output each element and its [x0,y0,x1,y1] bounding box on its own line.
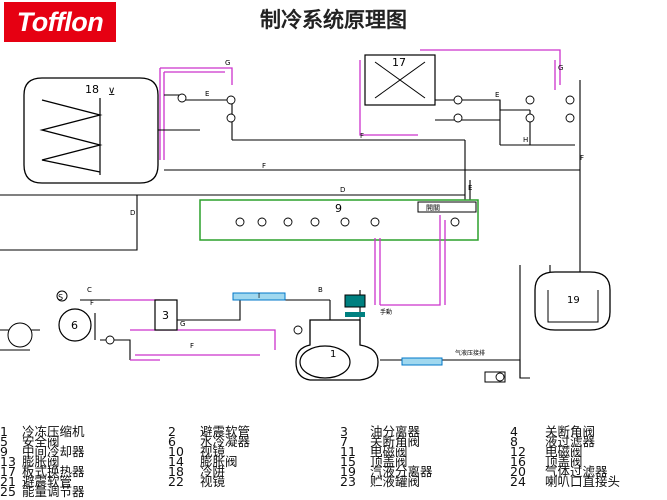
legend-number: 23 [340,474,356,489]
legend-number: 20 [510,464,526,479]
letter-f1: F [360,132,364,140]
legend-number: 21 [0,474,16,489]
legend-number: 18 [168,464,184,479]
label-kaiguan: 開關 [426,204,440,212]
label-18: 18 [85,83,99,96]
legend-name: 气体过滤器 [545,464,608,479]
legend-number: 11 [340,444,356,459]
plate-heat-exchanger-17: 17 [364,54,436,106]
letter-c: C [87,286,92,294]
legend-number: 17 [0,464,16,479]
legend-name: 冷阱 [200,464,226,479]
letter-g3: G [180,320,185,328]
legend-number: 9 [0,444,8,459]
label-6: 6 [71,319,78,332]
legend-number: 4 [510,424,518,439]
label-3: 3 [162,309,169,322]
brand-logo: Tofflon [4,2,116,42]
label-19: 19 [567,295,580,306]
legend-number: 15 [340,454,356,469]
legend-number: 6 [168,434,176,449]
legend-number: 2 [168,424,176,439]
legend-number: 13 [0,454,16,469]
line-letters: E G E G H F F D E D B C F G F I F [87,59,584,350]
legend-name: 油分离器 [370,424,421,439]
intermediate-cooler-9: 9 開關 [199,199,479,241]
svg-text:S: S [58,293,63,302]
valve-symbols [105,93,575,382]
legend-name: 避震软管 [200,424,251,439]
letter-f4: F [190,342,194,350]
letter-d2: D [130,209,135,217]
letter-b1: B [318,286,323,294]
magenta-pipes-top [159,49,561,160]
letter-e1: E [205,90,209,98]
blue-line-components: 气液压接排 手動 [232,292,506,383]
legend-number: 16 [510,454,526,469]
refrigeration-schematic: 18 ⊻ [0,49,611,383]
legend-name: 电磁阀 [545,444,583,459]
legend-name: 液过滤器 [545,434,596,449]
legend-name: 能量调节器 [22,484,85,499]
label-9: 9 [335,202,342,215]
legend-number: 19 [340,464,356,479]
legend-number: 5 [0,434,8,449]
cold-trap-18: 18 ⊻ [23,77,159,184]
letter-f5: F [580,154,584,162]
component-legend: 1 冷冻压缩机 2 避震软管 3 油分离器 4 关断角阀 5 安全阀 6 水冷凝器 7 关断角阀 8 液过滤器… [0,424,667,500]
legend-number: 1 [0,424,8,439]
letter-e3: E [468,184,472,192]
legend-name: 水冷凝器 [200,434,251,449]
letter-g2: G [558,64,563,72]
legend-number: 7 [340,434,348,449]
letter-g1: G [225,59,230,67]
legend-name: 膨胀阀 [200,454,238,469]
letter-f2: F [262,162,266,170]
legend-name: 喇叭口直接头 [545,474,621,489]
legend-name: 板式换热器 [22,464,85,479]
label-bypass: 气液压接排 [455,349,485,357]
magenta-pipes-lower [110,215,446,361]
legend-name: 膨胀阀 [22,454,60,469]
letter-e2: E [495,91,499,99]
letter-d1: D [340,186,345,194]
legend-name: 电磁阀 [370,444,408,459]
legend-number: 12 [510,444,526,459]
legend-number: 14 [168,454,184,469]
legend-number: 25 [0,484,16,499]
label-1: 1 [330,349,336,360]
oil-separator-3: 3 [154,299,178,331]
water-condenser-6: 6 S [7,290,92,348]
diagram-title: 制冷系统原理图 [260,8,407,32]
letter-i: I [258,292,260,300]
legend-number: 10 [168,444,184,459]
legend-name: 汽液分离器 [370,464,433,479]
legend-name: 视镜 [200,444,226,459]
label-hand: 手動 [380,308,392,316]
letter-f3: F [90,299,94,307]
legend-name: 顶盖阀 [370,454,408,469]
legend-name: 贮液罐阀 [370,474,421,489]
legend-name: 中间冷却器 [22,444,85,459]
legend-name: 安全阀 [22,434,60,449]
compressor-1: 1 [295,294,379,381]
letter-h: H [523,136,528,144]
legend-name: 关断角阀 [545,424,596,439]
legend-name: 关断角阀 [370,434,421,449]
legend-name: 顶盖阀 [545,454,583,469]
gas-liquid-separator-19: 19 [534,271,611,331]
svg-text:⊻: ⊻ [108,87,115,98]
legend-name: 避震软管 [22,474,73,489]
legend-name: 视镜 [200,474,226,489]
legend-name: 冷冻压缩机 [22,424,85,439]
legend-number: 3 [340,424,348,439]
legend-number: 22 [168,474,184,489]
legend-number: 24 [510,474,526,489]
legend-number: 8 [510,434,518,449]
label-17: 17 [392,56,406,69]
